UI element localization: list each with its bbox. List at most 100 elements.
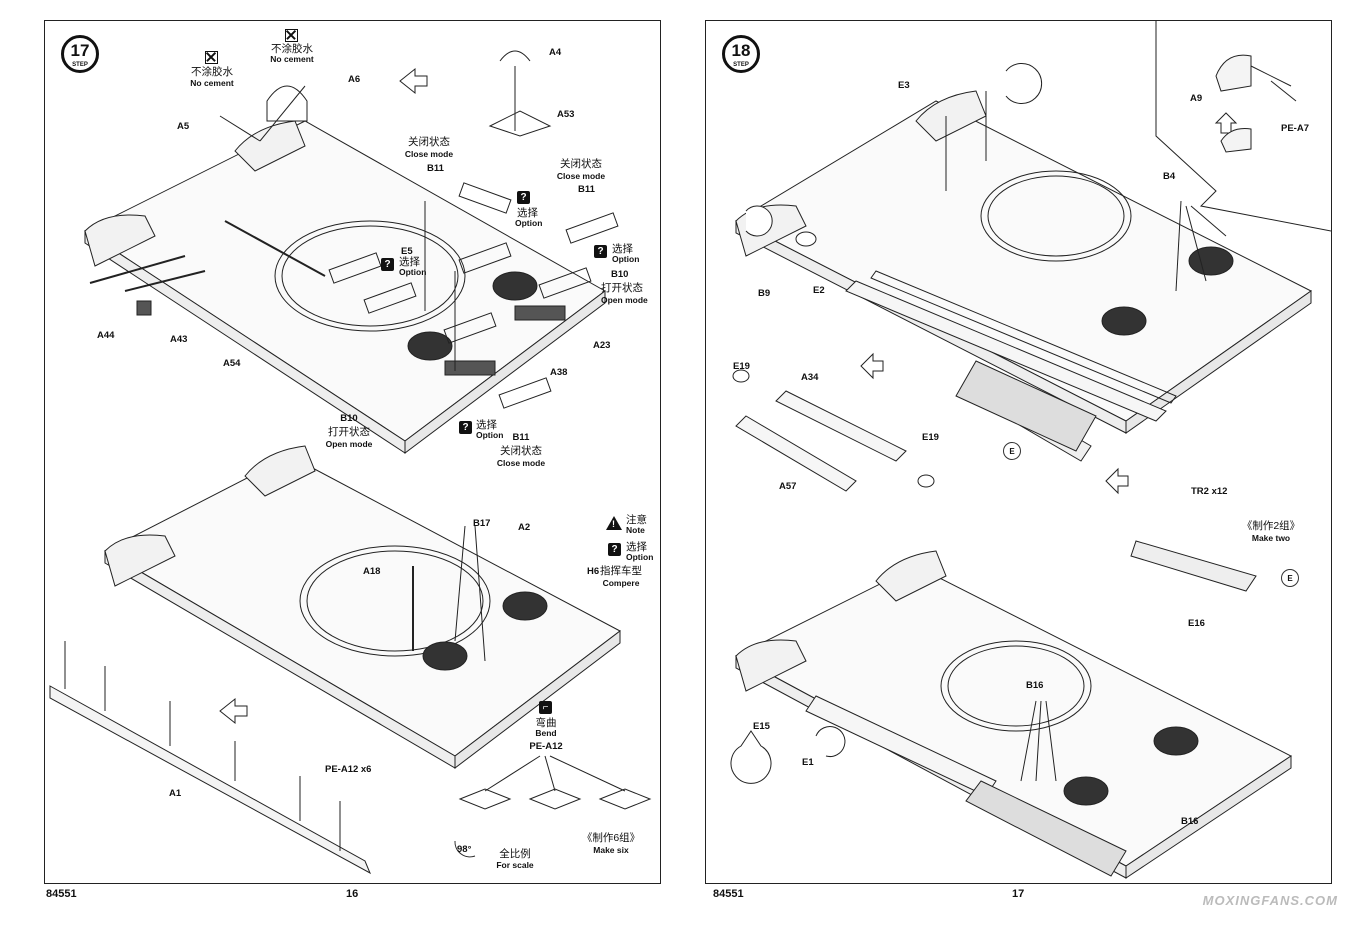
part-A5: A5 — [177, 121, 190, 132]
callout-E: E — [1281, 569, 1299, 587]
page-number: 16 — [346, 888, 359, 900]
part-B17: B17 — [473, 518, 491, 529]
no-cement-icon — [205, 51, 218, 64]
compere-en: Compere — [602, 578, 640, 588]
part-PE-A7: PE-A7 — [1281, 123, 1309, 134]
option-icon: ? — [608, 543, 621, 556]
option-en: Option — [399, 267, 427, 277]
part-A53: A53 — [557, 109, 575, 120]
part-E16: E16 — [1188, 618, 1205, 629]
part-A44: A44 — [97, 330, 115, 341]
part-A4: A4 — [549, 47, 562, 58]
part-E5: E5 — [401, 246, 413, 257]
watermark: MOXINGFANS.COM — [1202, 893, 1338, 908]
part-H6: H6 — [587, 566, 600, 577]
no-cement-cn: 不涂胶水 — [271, 43, 313, 55]
bend-cn: 弯曲 — [535, 717, 557, 729]
callout-E: E — [1003, 442, 1021, 460]
open-mode-en: Open mode — [325, 439, 373, 449]
note-en: Note — [626, 525, 645, 535]
close-mode-cn: 关闭状态 — [408, 136, 450, 148]
close-mode-en: Close mode — [496, 458, 546, 468]
part-E19: E19 — [733, 361, 750, 372]
part-A1: A1 — [169, 788, 182, 799]
option-cn: 选择 — [612, 243, 633, 255]
part-A43: A43 — [170, 334, 188, 345]
option-en: Option — [626, 552, 654, 562]
part-B11: B11 — [512, 432, 530, 443]
option-icon: ? — [594, 245, 607, 258]
bend-angle: 98° — [457, 844, 472, 855]
option-icon: ? — [381, 258, 394, 271]
option-cn: 选择 — [399, 256, 420, 268]
product-code: 84551 — [713, 888, 744, 900]
part-A57: A57 — [779, 481, 797, 492]
part-A18: A18 — [363, 566, 381, 577]
step-word: STEP — [72, 62, 88, 68]
make-two-cn: 《制作2组》 — [1241, 520, 1301, 532]
open-mode-cn: 打开状态 — [601, 282, 643, 294]
part-E15: E15 — [753, 721, 770, 732]
part-A2: A2 — [518, 522, 531, 533]
step17-hull-drawing — [49, 50, 652, 875]
product-code: 84551 — [46, 888, 77, 900]
part-B11: B11 — [578, 184, 595, 195]
part-A6: A6 — [348, 74, 361, 85]
option-icon: ? — [459, 421, 472, 434]
no-cement-icon — [285, 29, 298, 42]
no-cement-en: No cement — [190, 78, 234, 88]
part-B9: B9 — [758, 288, 771, 299]
part-E3: E3 — [898, 80, 910, 91]
part-A54: A54 — [223, 358, 241, 369]
page-number: 17 — [1012, 888, 1025, 900]
step18-hull-drawing — [730, 21, 1331, 879]
open-mode-cn: 打开状态 — [328, 426, 370, 438]
part-E2: E2 — [813, 285, 825, 296]
part-B16: B16 — [1026, 680, 1044, 691]
make-two-en: Make two — [1251, 533, 1291, 543]
no-cement-en: No cement — [270, 54, 314, 64]
part-A9: A9 — [1190, 93, 1203, 104]
option-en: Option — [612, 254, 640, 264]
compere-cn: 指挥车型 — [600, 565, 642, 577]
right-instruction-page: 18 STEP E3 A9 PE-A7 B4 B9 E2 E19 A34 E19… — [705, 20, 1332, 884]
part-B16: B16 — [1181, 816, 1199, 827]
part-B4: B4 — [1163, 171, 1176, 182]
step-word: STEP — [733, 62, 749, 68]
part-A34: A34 — [801, 372, 819, 383]
part-E19: E19 — [922, 432, 939, 443]
part-B11: B11 — [427, 163, 444, 174]
step-badge: 18 STEP — [722, 35, 760, 73]
scale-en: For scale — [496, 860, 534, 870]
step-number: 18 — [731, 41, 751, 60]
part-B10: B10 — [611, 269, 629, 280]
left-instruction-page: 17 STEP 不涂胶水 No cement 不涂胶水 No cement A4… — [44, 20, 661, 884]
option-cn: 选择 — [626, 541, 647, 553]
part-A23: A23 — [593, 340, 611, 351]
note-warning-icon: ! — [606, 516, 622, 530]
option-en: Option — [476, 430, 504, 440]
part-PE-A12: PE-A12 — [529, 741, 563, 752]
option-icon: ? — [517, 191, 530, 204]
part-B10: B10 — [340, 413, 358, 424]
no-cement-cn: 不涂胶水 — [191, 66, 233, 78]
close-mode-en: Close mode — [556, 171, 606, 181]
option-cn: 选择 — [476, 419, 497, 431]
close-mode-cn: 关闭状态 — [560, 158, 602, 170]
close-mode-cn: 关闭状态 — [500, 445, 542, 457]
part-PE-A12-x6: PE-A12 x6 — [325, 764, 372, 775]
make-six-en: Make six — [593, 845, 629, 855]
option-en: Option — [515, 218, 543, 228]
open-mode-en: Open mode — [601, 295, 648, 305]
note-cn: 注意 — [626, 514, 647, 526]
close-mode-en: Close mode — [404, 149, 454, 159]
part-E1: E1 — [802, 757, 814, 768]
option-cn: 选择 — [517, 207, 538, 219]
step-number: 17 — [70, 41, 90, 60]
bend-icon: ⌐ — [539, 701, 552, 714]
make-six-cn: 《制作6组》 — [581, 832, 641, 844]
bend-en: Bend — [535, 728, 557, 738]
part-A38: A38 — [550, 367, 568, 378]
scale-cn: 全比例 — [499, 848, 531, 860]
part-TR2-x12: TR2 x12 — [1191, 486, 1228, 497]
